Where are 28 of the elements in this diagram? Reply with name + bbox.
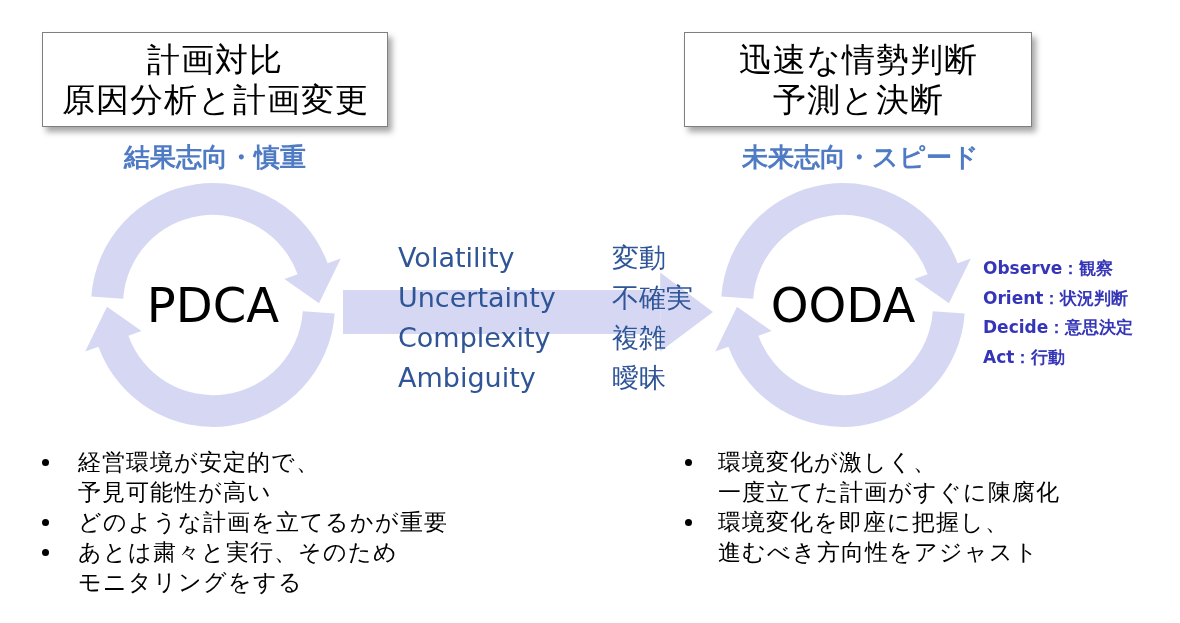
phase-label: Act：行動 — [983, 345, 1066, 368]
bullet-text: あとは粛々と実行、そのためモニタリングをする — [78, 538, 399, 597]
vuca-term: Complexity — [398, 322, 551, 354]
phase-label: Orient：状況判断 — [983, 286, 1129, 309]
vuca-term: 不確実 — [612, 282, 693, 314]
summary-card — [42, 32, 388, 127]
summary-card — [684, 32, 1032, 127]
vuca-term: Uncertainty — [398, 282, 556, 314]
card-text: 予測と決断 — [772, 79, 944, 120]
vuca-term: 曖昧 — [612, 362, 666, 394]
subheading: 未来志向・スピード — [741, 141, 979, 173]
card-text: 迅速な情勢判断 — [738, 39, 978, 80]
bullet-text: 環境変化が激しく、一度立てた計画がすぐに陳腐化 — [718, 448, 1061, 507]
vuca-term: 複雑 — [612, 322, 666, 354]
subheading: 結果志向・慎重 — [124, 141, 306, 173]
block-arrow — [343, 272, 713, 352]
vuca-term: Volatility — [398, 242, 515, 274]
cycle-label: PDCA — [146, 277, 280, 333]
bullet-text: どのような計画を立てるかが重要 — [78, 508, 448, 537]
phase-label: Decide：意思決定 — [983, 316, 1134, 338]
cycle-label: OODA — [770, 277, 916, 333]
vuca-term: 変動 — [612, 242, 666, 274]
phase-label: Observe：観察 — [983, 257, 1114, 279]
card-text: 計画対比 — [147, 39, 283, 80]
vuca-term: Ambiguity — [398, 362, 536, 394]
bullet-text: 環境変化を即座に把握し、進むべき方向性をアジャスト — [718, 508, 1040, 567]
card-text: 原因分析と計画変更 — [61, 79, 369, 120]
bullet-text: 経営環境が安定的で、予見可能性が高い — [78, 448, 321, 507]
